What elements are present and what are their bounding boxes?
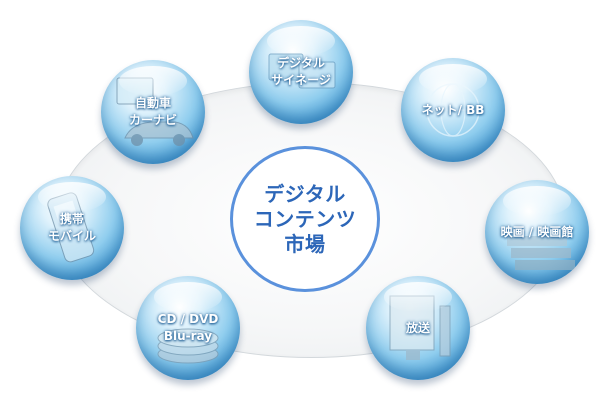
center-label-line-3: 市場 [285,232,326,257]
mobile-bubble: 携帯 モバイル [20,176,124,280]
carnavi-label-line-2: カーナビ [129,112,177,129]
movie-bubble: 映画 / 映画館 [485,180,589,284]
center-circle: デジタル コンテンツ 市場 [230,146,380,292]
center-label-line-2: コンテンツ [254,207,357,232]
broadcast-bubble: 放送 [366,276,470,380]
mobile-label-line-2: モバイル [48,228,96,245]
signage-label-line-1: デジタル [277,55,325,72]
net-label: ネット/ BB [422,102,485,119]
signage-label-line-2: サイネージ [271,72,331,89]
movie-label: 映画 / 映画館 [501,224,574,241]
carnavi-label-line-1: 自動車 [135,95,171,112]
disc-bubble: CD / DVD Blu-ray [136,276,240,380]
mobile-label-line-1: 携帯 [60,211,84,228]
center-label-line-1: デジタル [264,182,346,207]
disc-label-line-1: CD / DVD [158,311,219,328]
signage-bubble: デジタル サイネージ [249,20,353,124]
broadcast-label: 放送 [406,320,430,337]
disc-label-line-2: Blu-ray [164,328,212,345]
net-bubble: ネット/ BB [401,58,505,162]
carnavi-bubble: 自動車 カーナビ [101,60,205,164]
